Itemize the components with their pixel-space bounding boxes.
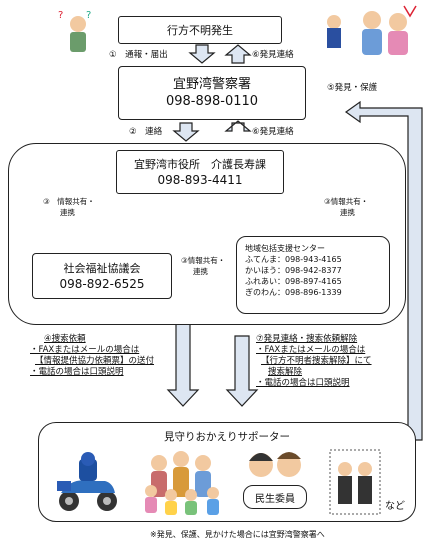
footnote: ※発見、保護、見かけた場合には宜野湾警察署へ xyxy=(150,530,325,539)
arrow-1-down xyxy=(188,44,216,64)
step-3-left-label-a: ③ 情報共有・ xyxy=(43,197,95,206)
step-3-left-label-b: 連携 xyxy=(60,208,75,217)
search-request-note: ④捜索依頼 ・FAXまたはメールの場合は 【情報提供協力依頼票】の送付 ・電話の… xyxy=(30,334,180,378)
welfare-council-phone: 098-892-6525 xyxy=(59,276,145,291)
patrol-bike-illustration xyxy=(57,452,117,511)
search-release-note: ⑦発見連絡・捜索依頼解除 ・FAXまたはメールの場合は 【行方不明者捜索解除】に… xyxy=(256,334,426,389)
svg-text:?: ? xyxy=(86,10,91,21)
missing-event-box: 行方不明発生 xyxy=(118,16,282,44)
search-release-line: 【行方不明者捜索解除】にて xyxy=(261,356,372,366)
elderly-man-illustration: ? ? xyxy=(58,10,91,52)
support-center-row: ぎのわん：098-896-1339 xyxy=(245,288,342,297)
step-3-right-label-b: 連携 xyxy=(340,208,355,217)
arrow-2-down xyxy=(172,122,200,142)
support-center-title: 地域包括支援センター xyxy=(245,244,325,253)
welfare-commissioner-illustration xyxy=(249,452,301,477)
search-request-title: ④捜索依頼 xyxy=(44,334,86,344)
city-hall-phone: 098-893-4411 xyxy=(157,172,243,187)
missing-event-label: 行方不明発生 xyxy=(167,24,233,37)
police-phone: 098-898-0110 xyxy=(165,94,259,109)
business-workers-illustration xyxy=(329,449,381,515)
step-6a-label: ⑥発見連絡 xyxy=(252,50,294,60)
svg-text:?: ? xyxy=(58,10,63,21)
police-family-illustration xyxy=(327,5,417,55)
city-hall-title: 宜野湾市役所 介護長寿課 xyxy=(134,157,266,171)
city-hall-box: 宜野湾市役所 介護長寿課 098-893-4411 xyxy=(116,150,284,194)
search-request-line: 【情報提供協力依頼票】の送付 xyxy=(35,356,155,366)
arrow-6-up xyxy=(224,44,252,64)
arrow-7-down xyxy=(225,335,259,407)
arrow-4-down xyxy=(166,321,200,407)
welfare-council-box: 社会福祉協議会 098-892-6525 xyxy=(32,253,172,299)
step-6b-label: ⑥発見連絡 xyxy=(252,127,294,137)
welfare-commissioner-badge: 民生委員 xyxy=(243,485,307,509)
search-request-line: ・FAXまたはメールの場合は xyxy=(30,345,140,355)
community-group-illustration xyxy=(145,451,219,515)
etc-label: など xyxy=(385,501,405,512)
step-3-mid-label-a: ③情報共有・ xyxy=(181,256,226,265)
supporters-title: 見守りおかえりサポーター xyxy=(164,431,290,443)
step-2-label: ② 連絡 xyxy=(129,127,163,137)
search-release-line: ・電話の場合は口頭説明 xyxy=(256,378,350,388)
welfare-commissioner-badge-label: 民生委員 xyxy=(255,493,295,505)
step-3-mid-label-b: 連携 xyxy=(193,267,208,276)
arrow-5-return xyxy=(344,100,423,441)
search-release-line: ・FAXまたはメールの場合は xyxy=(256,345,366,355)
search-release-title: ⑦発見連絡・捜索依頼解除 xyxy=(256,334,358,344)
step-1-label: ① 通報・届出 xyxy=(109,50,168,60)
support-center-row: ふれあい：098-897-4165 xyxy=(245,277,342,286)
search-request-line: ・電話の場合は口頭説明 xyxy=(30,367,124,377)
support-center-row: ふてんま：098-943-4165 xyxy=(245,255,342,264)
police-title: 宜野湾警察署 xyxy=(172,77,251,92)
supporters-box: 見守りおかえりサポーター 民生委員 など xyxy=(38,422,416,522)
arrow-6b-up xyxy=(224,120,252,132)
support-center-row: かいほう：098-942-8377 xyxy=(245,266,342,275)
welfare-council-title: 社会福祉協議会 xyxy=(63,261,141,275)
step-3-right-label-a: ③情報共有・ xyxy=(324,197,369,206)
police-box: 宜野湾警察署 098-898-0110 xyxy=(118,66,306,120)
support-center-box: 地域包括支援センター ふてんま：098-943-4165 かいほう：098-94… xyxy=(236,236,390,314)
step-5-label: ⑤発見・保護 xyxy=(327,83,378,93)
search-release-line: 捜索解除 xyxy=(268,367,303,377)
